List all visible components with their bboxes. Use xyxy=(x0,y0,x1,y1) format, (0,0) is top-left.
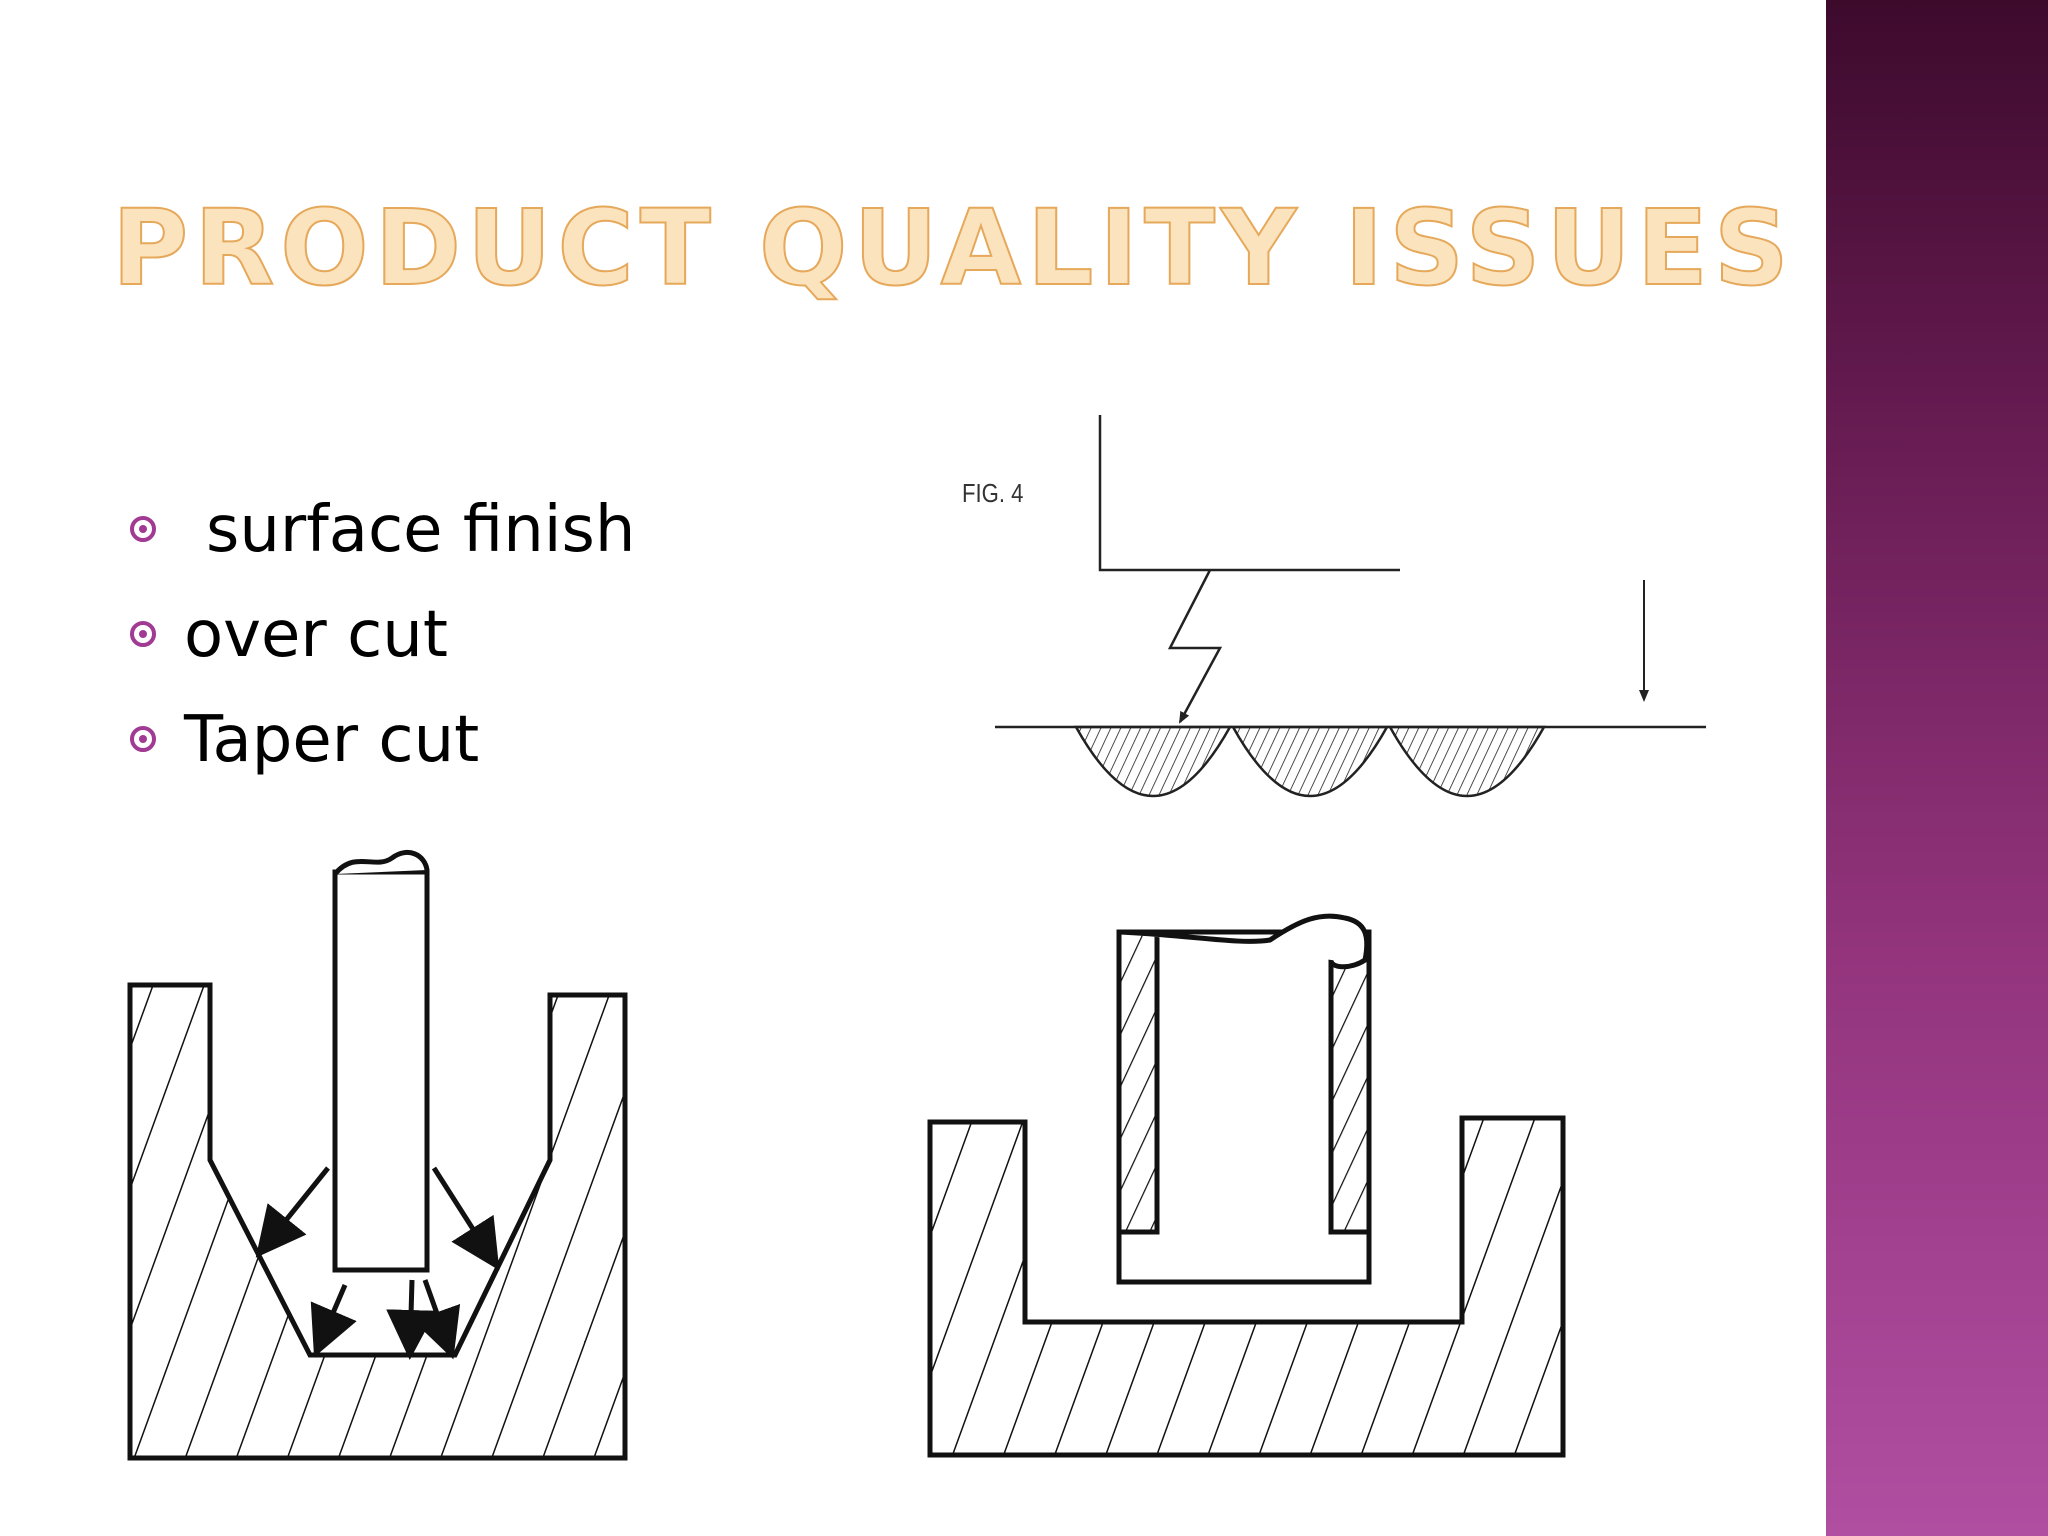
slide-title: PRODUCT QUALITY ISSUES xyxy=(111,187,1795,309)
circled-dot-icon xyxy=(130,621,156,647)
decorative-sidebar xyxy=(1826,0,2048,1536)
bullet-text: over cut xyxy=(184,598,448,672)
bullet-text: surface finish xyxy=(206,493,636,567)
taper-cut-figure xyxy=(927,913,1566,1458)
over-cut-figure xyxy=(127,850,628,1461)
bullet-text: Taper cut xyxy=(184,703,480,777)
figure-label: FIG. 4 xyxy=(962,478,1024,508)
circled-dot-icon xyxy=(130,726,156,752)
circled-dot-icon xyxy=(130,516,156,542)
surface-finish-figure xyxy=(995,415,1706,798)
